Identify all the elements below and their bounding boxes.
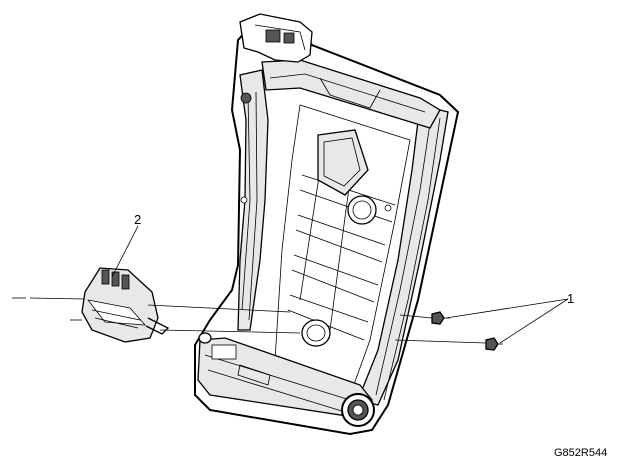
upper-hole <box>347 195 377 225</box>
module-component <box>81 267 170 343</box>
right-rail <box>357 104 449 406</box>
recess-box <box>317 129 369 196</box>
seat-back-frame <box>194 13 460 436</box>
top-cross-member <box>261 59 441 129</box>
leader-lines <box>12 225 569 344</box>
figure-id: G852R544 <box>554 447 607 459</box>
fasteners <box>431 311 503 351</box>
callout-2: 2 <box>134 212 141 227</box>
lower-hole <box>301 319 331 347</box>
recliner-pivot <box>341 393 375 427</box>
callout-1: 1 <box>567 291 574 306</box>
lower-fastener <box>485 337 503 351</box>
upper-fastener <box>431 311 450 325</box>
